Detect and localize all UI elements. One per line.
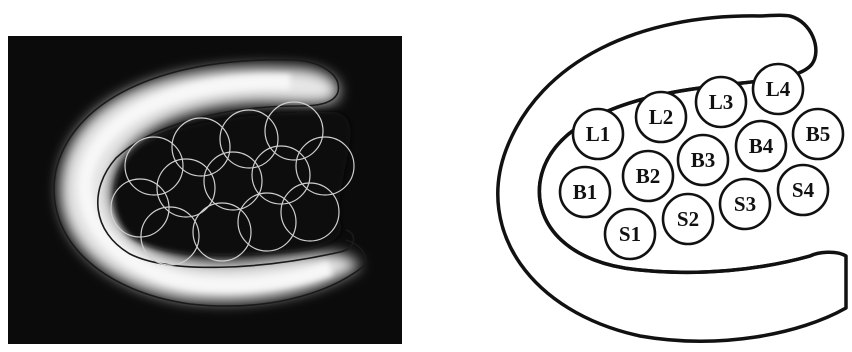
region-label: B3 <box>691 148 716 172</box>
region-L4: L4 <box>753 64 803 114</box>
region-S2: S2 <box>663 194 713 244</box>
region-B5: B5 <box>793 109 843 159</box>
region-label: L3 <box>709 90 734 114</box>
scan-image-panel <box>8 36 402 344</box>
region-label: B5 <box>806 122 831 146</box>
region-B1: B1 <box>560 167 610 217</box>
region-B3: B3 <box>678 135 728 185</box>
region-label: B2 <box>636 164 661 188</box>
region-label: S4 <box>792 178 815 202</box>
region-label: S1 <box>619 222 641 246</box>
region-label: B4 <box>749 134 774 158</box>
schematic-panel: L1 L2 L3 L4 B1 B2 <box>498 15 846 341</box>
region-S4: S4 <box>778 165 828 215</box>
region-label: B1 <box>573 180 598 204</box>
region-B4: B4 <box>736 121 786 171</box>
region-label: L1 <box>586 122 611 146</box>
region-label: L4 <box>766 77 791 101</box>
region-B2: B2 <box>623 151 673 201</box>
region-label: S3 <box>734 192 756 216</box>
region-L3: L3 <box>696 77 746 127</box>
region-S1: S1 <box>605 209 655 259</box>
region-label: S2 <box>677 207 699 231</box>
region-label: L2 <box>649 105 674 129</box>
region-L1: L1 <box>573 109 623 159</box>
region-S3: S3 <box>720 179 770 229</box>
region-L2: L2 <box>636 92 686 142</box>
